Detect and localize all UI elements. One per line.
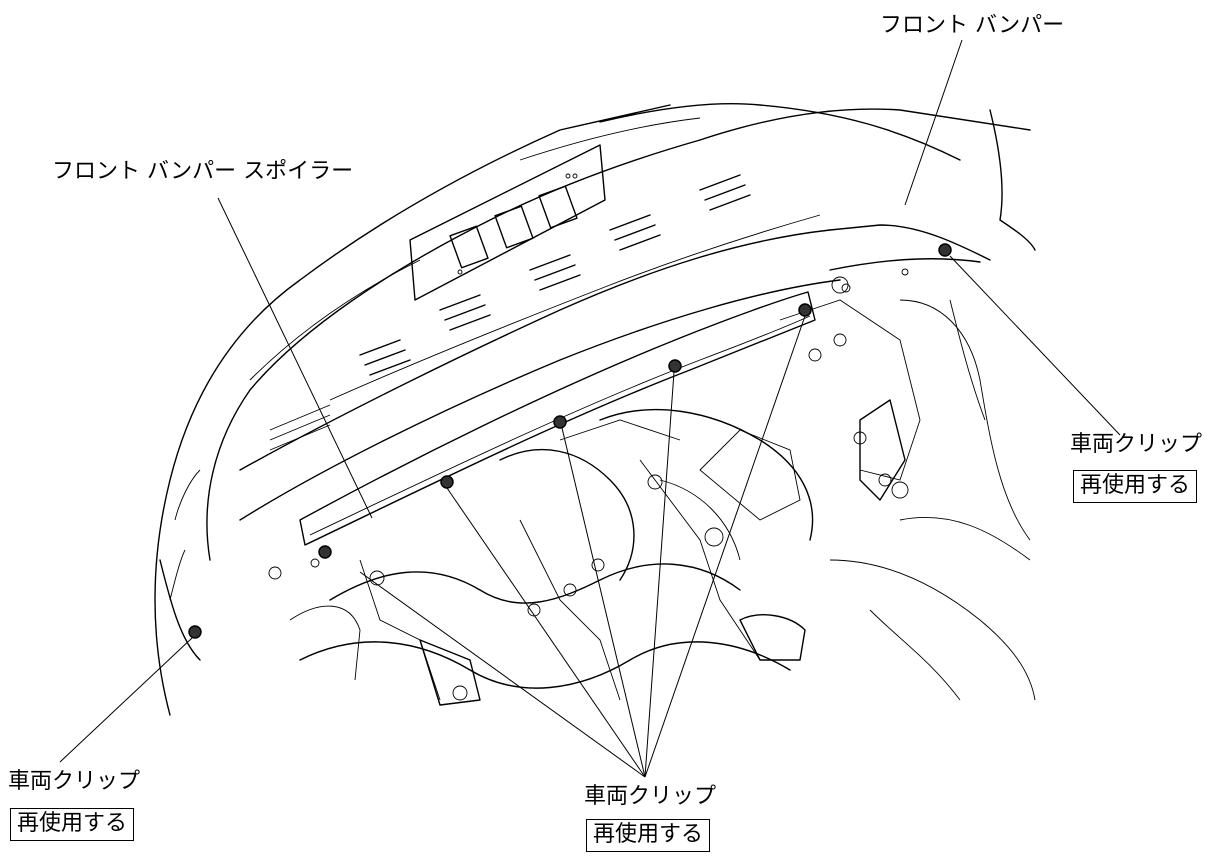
front-bumper-spoiler bbox=[299, 291, 816, 546]
note-reuse-right: 再使用する bbox=[1073, 470, 1198, 504]
front-bumper-outline bbox=[154, 103, 1036, 716]
clip-marker bbox=[938, 243, 952, 257]
label-front-bumper-spoiler: フロント バンパー スポイラー bbox=[52, 159, 354, 184]
clip-marker bbox=[440, 475, 454, 489]
leader-lines bbox=[59, 39, 1121, 778]
label-clip-right: 車両クリップ bbox=[1070, 432, 1203, 457]
label-front-bumper: フロント バンパー bbox=[880, 13, 1065, 38]
grille-slats bbox=[269, 174, 821, 451]
clip-marker bbox=[188, 625, 202, 639]
clip-marker bbox=[553, 415, 567, 429]
label-clip-bottom: 車両クリップ bbox=[584, 784, 717, 809]
clip-marker bbox=[798, 303, 812, 317]
label-clip-left: 車両クリップ bbox=[8, 769, 141, 794]
note-reuse-bottom: 再使用する bbox=[586, 819, 711, 853]
note-reuse-left: 再使用する bbox=[10, 808, 135, 842]
vehicle-clips bbox=[188, 243, 952, 639]
underbody-components bbox=[268, 268, 1036, 706]
clip-marker bbox=[318, 545, 332, 559]
license-plate-mount bbox=[409, 144, 606, 301]
clip-marker bbox=[668, 359, 682, 373]
